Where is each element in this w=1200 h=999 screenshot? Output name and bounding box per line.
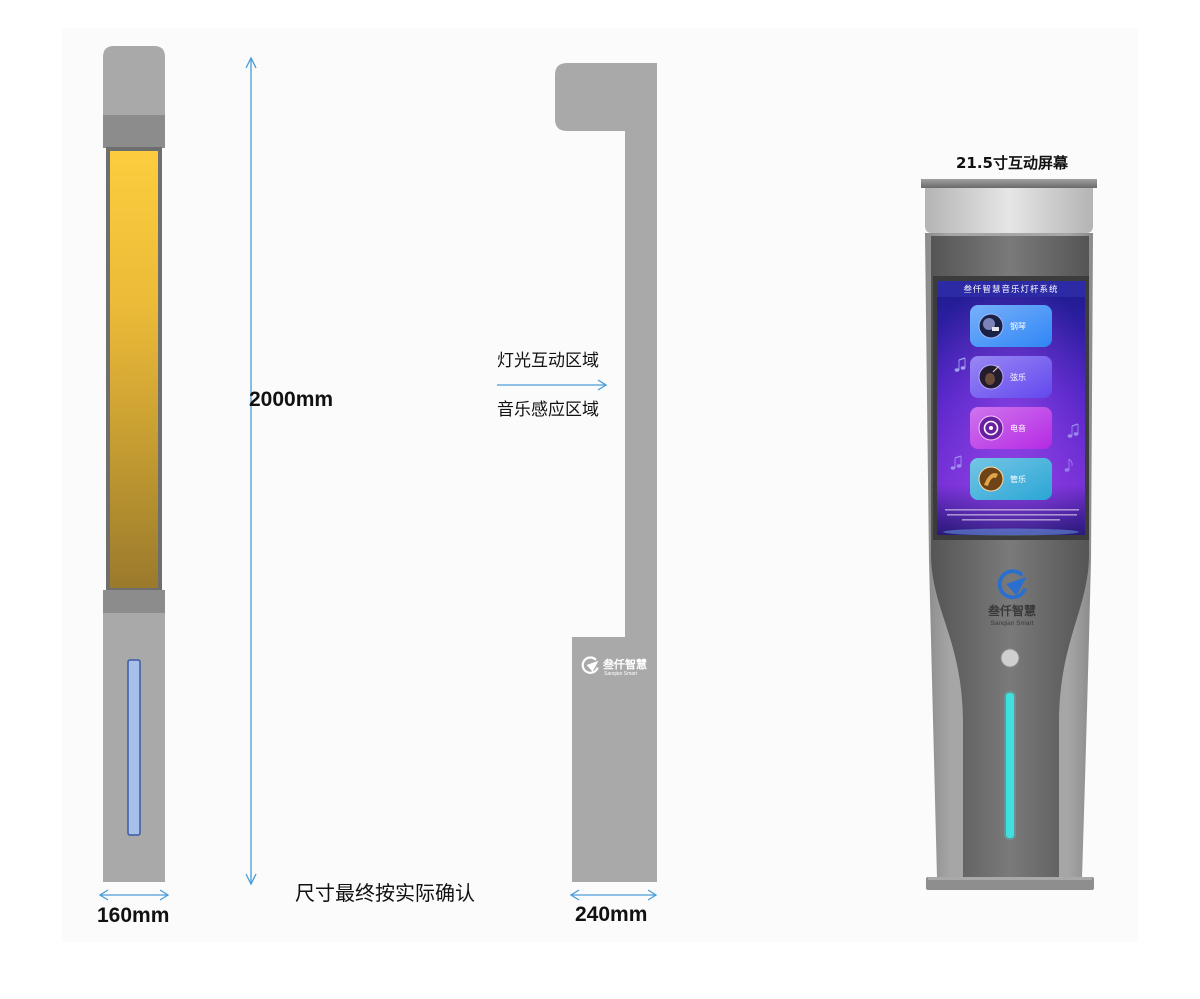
kiosk-logo: 叁仟智慧 Sanqian Smart xyxy=(987,569,1036,627)
width-dimension-arrow-left xyxy=(98,889,170,901)
screen-title: 叁仟智慧音乐灯杆系统 xyxy=(963,284,1058,295)
kiosk-logo-sub: Sanqian Smart xyxy=(991,620,1034,627)
screen-button-wind[interactable]: 管乐 xyxy=(970,458,1052,500)
kiosk-top-rim xyxy=(921,179,1097,188)
music-note-icon xyxy=(1064,458,1073,472)
middle-pole-width-label: 240mm xyxy=(575,903,647,926)
kiosk-touchscreen: 叁仟智慧音乐灯杆系统 钢琴 xyxy=(937,281,1085,536)
sensor-button-icon xyxy=(1000,648,1020,668)
music-note-icon xyxy=(1067,423,1079,438)
screen-button-label: 电音 xyxy=(1010,423,1026,433)
left-pole-upper-band xyxy=(103,115,165,148)
kiosk-base xyxy=(926,877,1094,890)
height-dimension-arrow xyxy=(245,56,257,886)
left-pole-lower-band xyxy=(103,590,165,614)
kiosk-base-highlight xyxy=(928,877,1092,880)
music-sensing-zone-label: 音乐感应区域 xyxy=(497,400,599,420)
sanqian-logo-icon xyxy=(581,656,599,674)
screen-title-bar xyxy=(937,281,1085,297)
left-pole-top-cap xyxy=(103,46,165,115)
electronic-icon xyxy=(978,415,1004,441)
kiosk-light-strip xyxy=(1006,693,1014,838)
screen-bottom-glow xyxy=(943,528,1079,536)
kiosk-logo-name: 叁仟智慧 xyxy=(987,603,1036,618)
kiosk-top-cap xyxy=(925,188,1093,233)
screen-button-electronic[interactable]: 电音 xyxy=(970,407,1052,449)
sanqian-logo-icon xyxy=(997,569,1027,600)
left-pole-sensor-slot xyxy=(127,659,141,836)
height-label: 2000mm xyxy=(249,388,333,411)
screen-button-label: 管乐 xyxy=(1010,474,1026,484)
screen-instructions-text xyxy=(945,509,1079,521)
width-dimension-arrow-middle xyxy=(569,889,658,901)
middle-pole-logo-sub: Sanqian Smart xyxy=(604,671,638,677)
left-pole-width-label: 160mm xyxy=(97,904,169,927)
light-interaction-zone-label: 灯光互动区域 xyxy=(497,351,599,371)
middle-pole-logo: 叁仟智慧 Sanqian Smart xyxy=(581,656,647,677)
piano-icon xyxy=(978,313,1004,339)
middle-pole-logo-name: 叁仟智慧 xyxy=(602,657,647,671)
zone-pointer-arrow xyxy=(497,379,608,391)
wind-icon xyxy=(978,466,1004,492)
music-note-icon xyxy=(950,455,962,470)
strings-icon xyxy=(978,364,1004,390)
screen-button-piano[interactable]: 钢琴 xyxy=(970,305,1052,347)
kiosk-screen-size-label: 21.5寸互动屏幕 xyxy=(956,154,1069,172)
middle-pole-side-profile xyxy=(555,63,657,882)
left-pole-light-tube xyxy=(110,151,158,588)
left-pole xyxy=(103,46,165,882)
screen-button-label: 钢琴 xyxy=(1010,321,1026,331)
kiosk: 叁仟智慧音乐灯杆系统 钢琴 xyxy=(921,179,1097,890)
screen-button-strings[interactable]: 弦乐 xyxy=(970,356,1052,398)
size-disclaimer-note: 尺寸最终按实际确认 xyxy=(295,881,475,905)
screen-button-label: 弦乐 xyxy=(1010,372,1026,382)
music-note-icon xyxy=(954,357,966,372)
